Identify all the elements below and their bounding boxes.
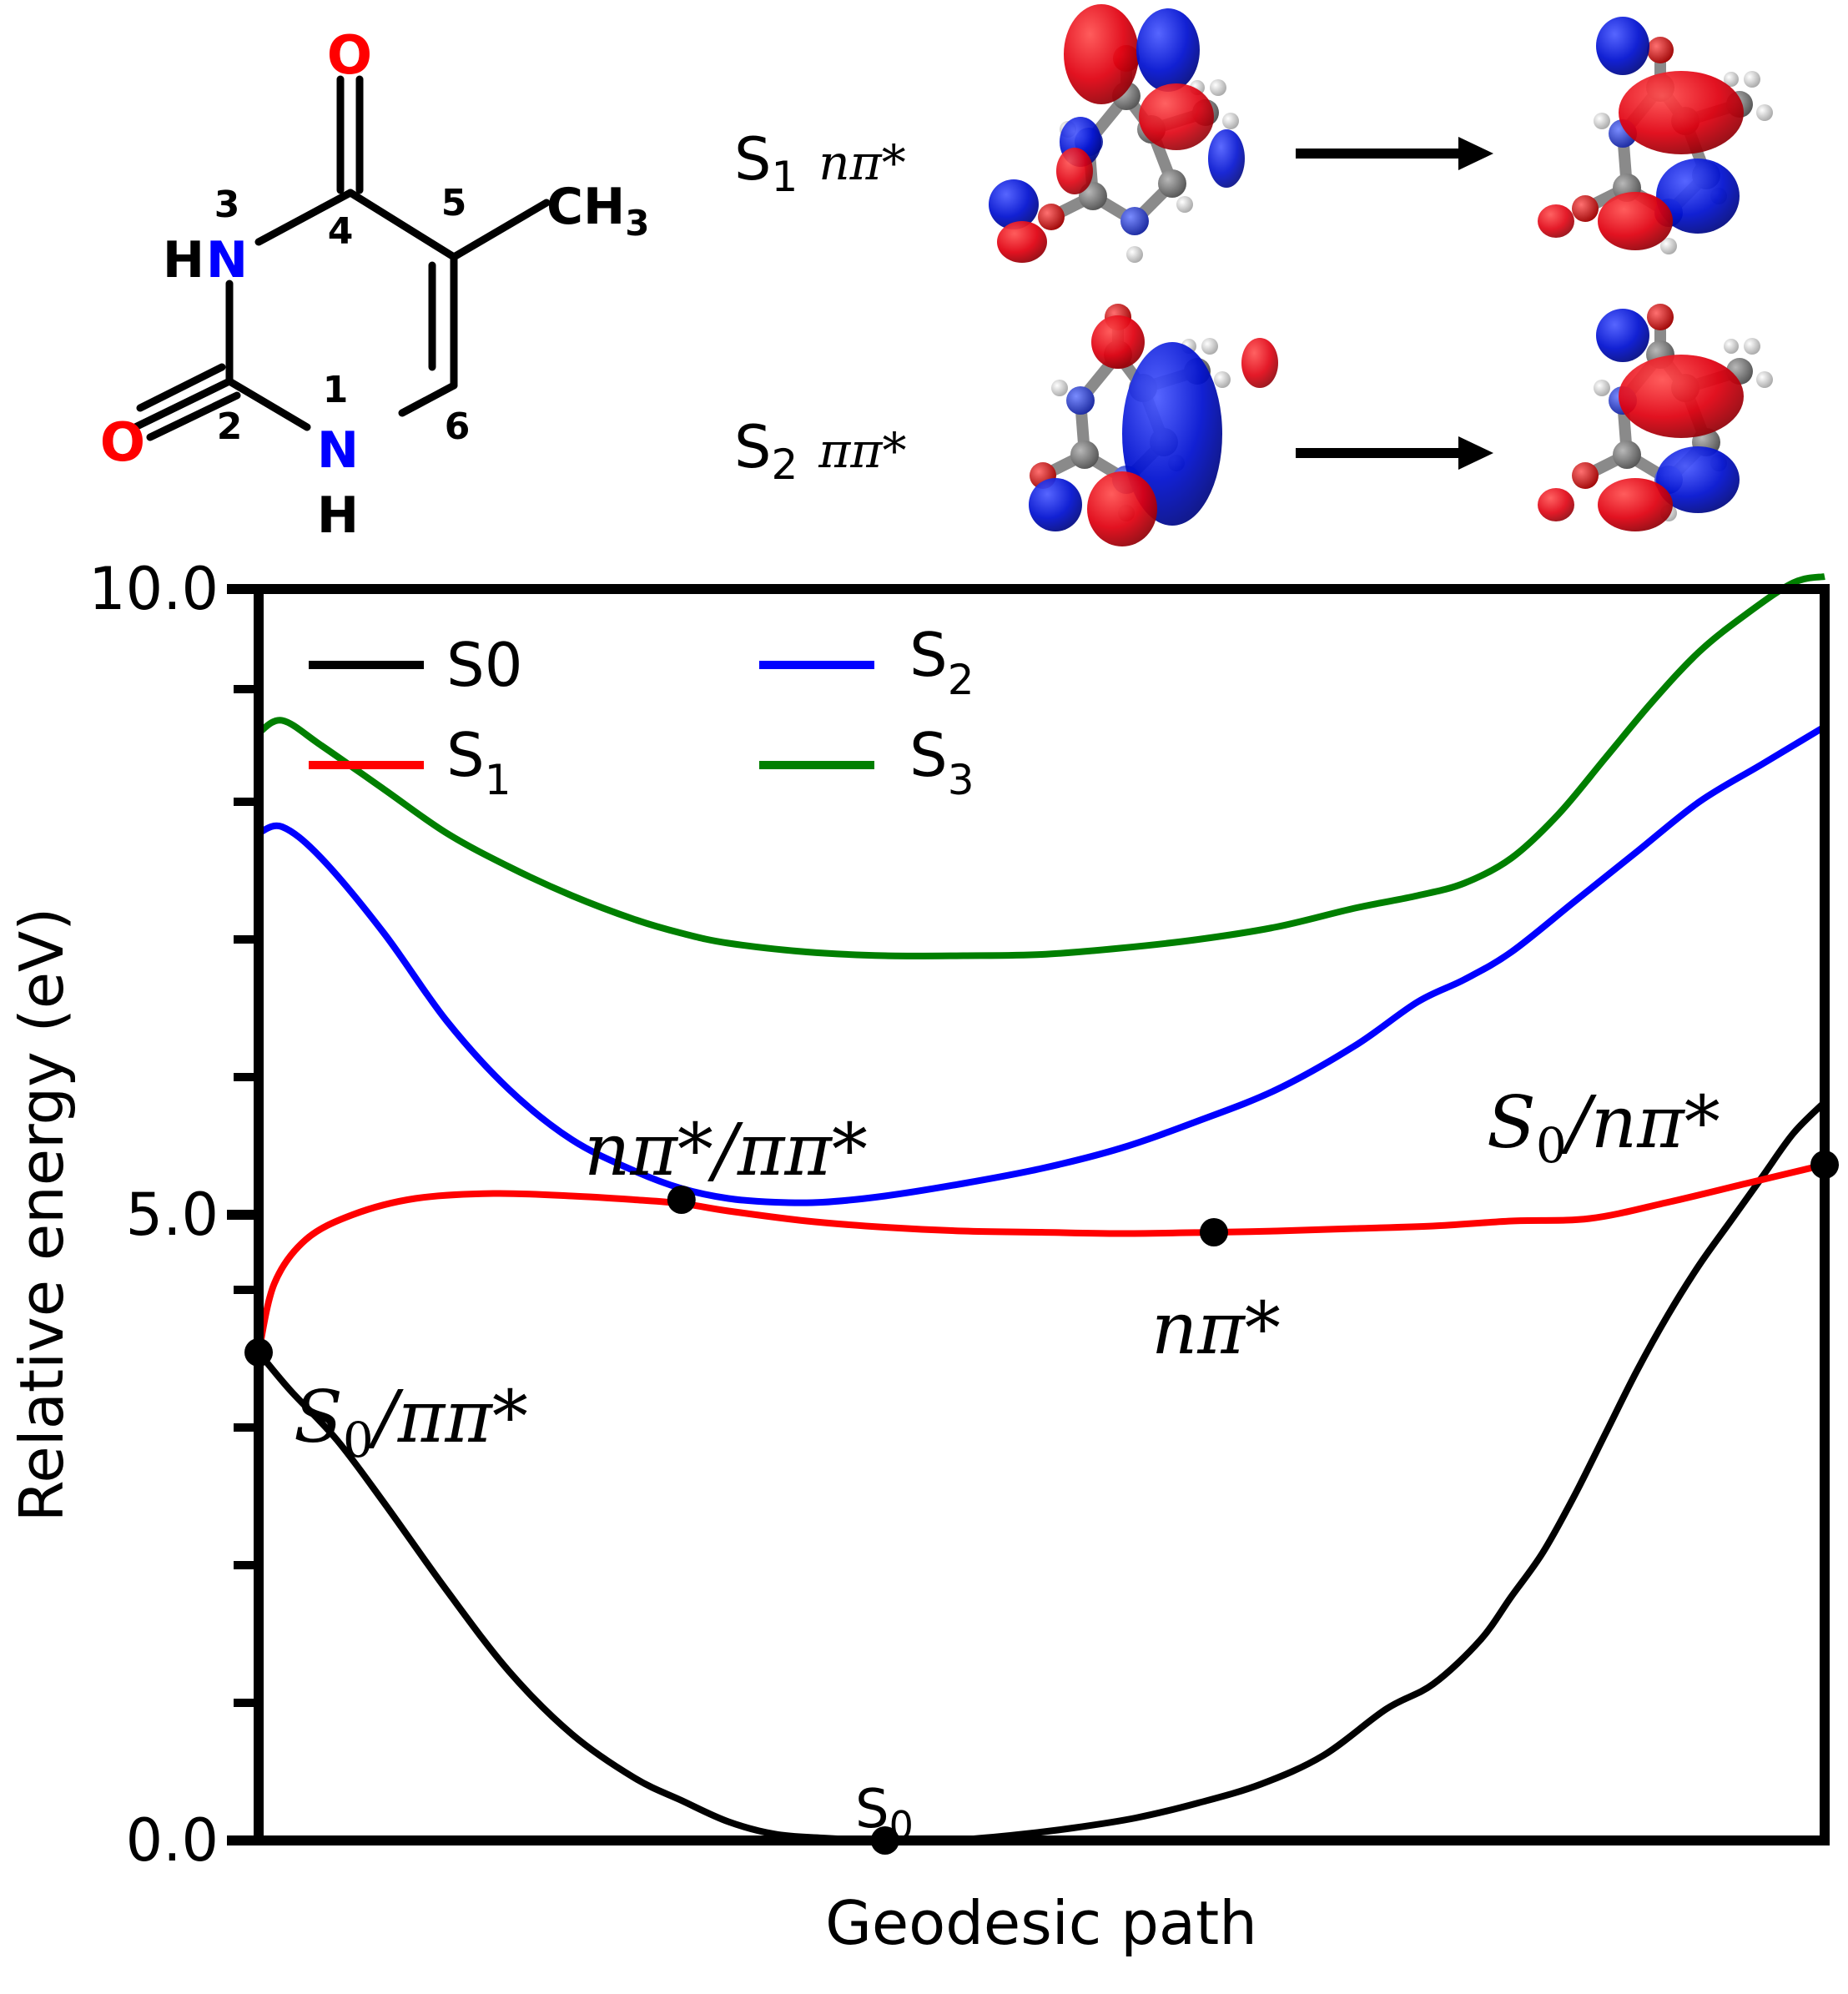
energy-chart: 0.0 5.0 10.0 S0 S1 S2 S3 Relative energy (… xyxy=(7,555,1839,1958)
y-tick-label: 10.0 xyxy=(88,555,219,623)
orbital-s2-initial xyxy=(1029,304,1278,546)
transition-arrow-s1 xyxy=(1296,137,1493,170)
transition-arrow-s2 xyxy=(1296,436,1493,470)
y-axis-label: Relative energy (eV) xyxy=(7,908,77,1523)
y-tick-label: 0.0 xyxy=(126,1806,219,1875)
series-line-s3 xyxy=(256,573,1825,959)
plot-frame xyxy=(254,584,1830,1845)
thymine-structure xyxy=(129,75,551,441)
critical-point xyxy=(667,1186,696,1214)
legend-label-s1: S1 xyxy=(446,720,511,804)
annotation-npistar: nπ* xyxy=(1151,1287,1281,1371)
annotation-s0-npistar: S0/nπ* xyxy=(1487,1081,1720,1174)
ring-number-5: 5 xyxy=(441,182,467,224)
orbital-s1-final xyxy=(1538,17,1773,254)
legend: S0 S1 S2 S3 xyxy=(309,620,974,804)
atom-o4: O xyxy=(327,25,372,87)
atom-n1: N xyxy=(317,421,359,480)
atom-n3: N xyxy=(206,231,248,290)
atom-ch3: CH3 xyxy=(546,178,649,244)
ring-number-2: 2 xyxy=(217,405,243,448)
ring-number-4: 4 xyxy=(328,210,354,253)
y-tick-label: 5.0 xyxy=(126,1181,219,1249)
ring-number-6: 6 xyxy=(445,405,471,448)
atom-h3: H xyxy=(163,231,204,290)
orbital-s1-initial xyxy=(989,4,1245,263)
legend-label-s3: S3 xyxy=(909,720,974,804)
atom-o2: O xyxy=(100,412,145,474)
ring-number-1: 1 xyxy=(323,369,349,411)
legend-label-s2: S2 xyxy=(909,620,974,704)
legend-label-s0: S0 xyxy=(446,630,523,700)
series-line-s1 xyxy=(255,1161,1825,1353)
atom-h1: H xyxy=(317,486,359,545)
series-line-s2 xyxy=(257,723,1827,1206)
ring-number-3: 3 xyxy=(214,184,240,226)
annotation-s0-pipistar: S0/ππ* xyxy=(294,1376,528,1468)
orbital-s2-final xyxy=(1538,304,1773,531)
x-axis-label: Geodesic path xyxy=(825,1888,1257,1958)
series-line-s0 xyxy=(255,1100,1827,1845)
annotation-npistar-pipistar: nπ*/ππ* xyxy=(584,1109,868,1192)
critical-point xyxy=(1199,1218,1228,1246)
